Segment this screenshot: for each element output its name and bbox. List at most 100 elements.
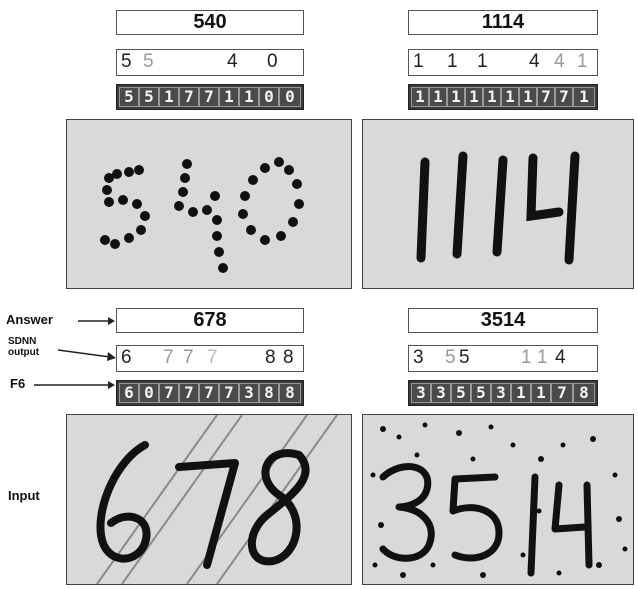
sdnn-digit: 0 <box>267 50 278 74</box>
f6-glyph: 0 <box>140 384 158 402</box>
f6-cell: 1 <box>483 87 501 107</box>
f6-cell: 3 <box>431 383 451 403</box>
f6-cell: 1 <box>411 87 429 107</box>
f6-cell: 1 <box>519 87 537 107</box>
f6-glyph: 8 <box>574 384 594 402</box>
f6-cell: 3 <box>491 383 511 403</box>
f6-cell: 7 <box>199 383 219 403</box>
f6-strip: 5 5 1 7 7 1 1 0 0 <box>116 84 304 110</box>
f6-cell: 1 <box>239 87 259 107</box>
f6-cell: 7 <box>159 383 179 403</box>
f6-cell: 0 <box>139 383 159 403</box>
sdnn-digit: 6 <box>121 346 132 370</box>
f6-cell: 1 <box>429 87 447 107</box>
sdnn-label: SDNN output <box>8 336 39 358</box>
f6-glyph: 8 <box>280 384 300 402</box>
sdnn-digit: 4 <box>227 50 238 74</box>
sdnn-arrow-icon <box>58 348 116 362</box>
f6-strip: 1 1 1 1 1 1 1 7 7 1 <box>408 84 598 110</box>
f6-cell: 5 <box>119 87 139 107</box>
sdnn-digit: 3 <box>413 346 424 370</box>
input-image <box>66 414 352 585</box>
sdnn-digit: 1 <box>577 50 588 74</box>
sdnn-output-box: 3 5 5 1 1 4 <box>408 345 598 372</box>
f6-glyph: 0 <box>280 88 300 106</box>
f6-glyph: 3 <box>432 384 450 402</box>
f6-strip: 3 3 5 5 3 1 1 7 8 <box>408 380 598 406</box>
f6-glyph: 1 <box>466 88 482 106</box>
sdnn-digit: 7 <box>207 346 218 370</box>
sdnn-digit: 5 <box>121 50 132 74</box>
sdnn-digit: 8 <box>265 346 276 370</box>
answer-value: 1114 <box>482 11 524 33</box>
f6-cell: 1 <box>447 87 465 107</box>
f6-cell: 7 <box>555 87 573 107</box>
f6-glyph: 3 <box>492 384 510 402</box>
f6-glyph: 1 <box>484 88 500 106</box>
f6-cell: 7 <box>199 87 219 107</box>
sdnn-digit: 8 <box>283 346 294 370</box>
f6-glyph: 1 <box>448 88 464 106</box>
input-label: Input <box>8 488 40 503</box>
f6-glyph: 6 <box>120 384 138 402</box>
f6-cell: 1 <box>531 383 551 403</box>
f6-glyph: 1 <box>220 88 238 106</box>
sdnn-digit: 7 <box>183 346 194 370</box>
answer-value: 3514 <box>481 309 526 331</box>
sdnn-digit: 4 <box>554 50 565 74</box>
f6-cell: 5 <box>139 87 159 107</box>
f6-glyph: 7 <box>556 88 572 106</box>
handwritten-digits-540 <box>67 120 351 288</box>
f6-cell: 7 <box>179 383 199 403</box>
f6-cell: 7 <box>537 87 555 107</box>
f6-cell: 1 <box>159 87 179 107</box>
sdnn-digit: 5 <box>445 346 456 370</box>
sdnn-digit: 5 <box>459 346 470 370</box>
f6-cell: 8 <box>279 383 301 403</box>
answer-box: 3514 <box>408 308 598 333</box>
f6-cell: 6 <box>119 383 139 403</box>
f6-glyph: 5 <box>120 88 138 106</box>
f6-cell: 1 <box>573 87 595 107</box>
f6-glyph: 7 <box>552 384 572 402</box>
f6-glyph: 7 <box>180 88 198 106</box>
answer-arrow-icon <box>78 316 116 326</box>
f6-glyph: 0 <box>260 88 278 106</box>
sdnn-output-box: 1 1 1 4 4 1 <box>408 49 598 76</box>
input-image <box>362 414 634 585</box>
f6-glyph: 5 <box>140 88 158 106</box>
f6-cell: 8 <box>259 383 279 403</box>
answer-value: 678 <box>193 309 226 331</box>
input-image <box>362 119 634 289</box>
f6-cell: 8 <box>573 383 595 403</box>
f6-cell: 3 <box>239 383 259 403</box>
f6-glyph: 1 <box>532 384 550 402</box>
f6-glyph: 1 <box>512 384 530 402</box>
handwritten-digits-678 <box>67 415 351 584</box>
f6-glyph: 1 <box>160 88 178 106</box>
f6-label: F6 <box>10 376 25 391</box>
f6-glyph: 1 <box>502 88 518 106</box>
f6-cell: 0 <box>279 87 301 107</box>
f6-cell: 5 <box>471 383 491 403</box>
f6-strip: 6 0 7 7 7 7 3 8 8 <box>116 380 304 406</box>
handwritten-digits-3514 <box>363 415 633 584</box>
f6-cell: 1 <box>465 87 483 107</box>
f6-cell: 0 <box>259 87 279 107</box>
f6-arrow-icon <box>34 380 116 390</box>
f6-glyph: 1 <box>520 88 536 106</box>
sdnn-digit: 7 <box>163 346 174 370</box>
f6-cell: 3 <box>411 383 431 403</box>
sdnn-label-line1: SDNN <box>8 336 39 347</box>
f6-cell: 7 <box>551 383 573 403</box>
sdnn-digit: 1 <box>477 50 488 74</box>
input-image <box>66 119 352 289</box>
sdnn-digit: 1 <box>413 50 424 74</box>
f6-cell: 1 <box>511 383 531 403</box>
f6-glyph: 1 <box>574 88 594 106</box>
sdnn-digit: 1 <box>521 346 532 370</box>
f6-glyph: 7 <box>200 88 218 106</box>
f6-glyph: 3 <box>412 384 430 402</box>
f6-cell: 1 <box>501 87 519 107</box>
f6-glyph: 1 <box>430 88 446 106</box>
